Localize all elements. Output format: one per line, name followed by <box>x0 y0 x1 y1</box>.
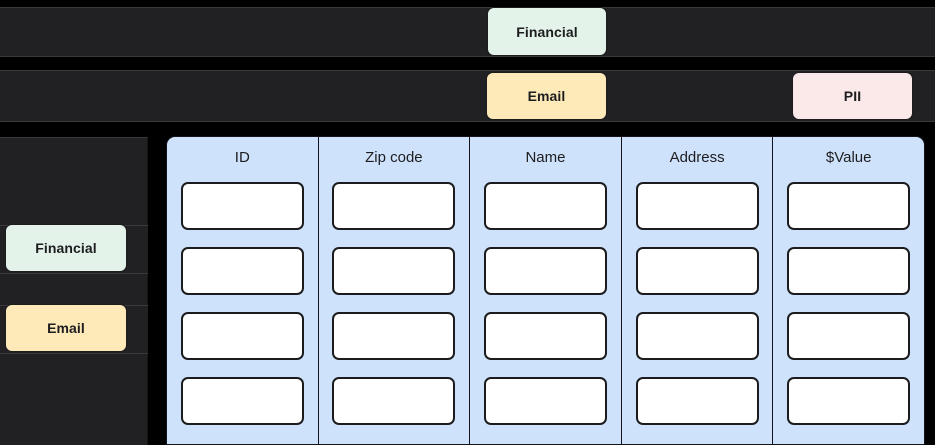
table-cell[interactable] <box>180 182 304 230</box>
column-address: Address <box>622 137 774 444</box>
table-cell[interactable] <box>635 182 759 230</box>
sidebar-tag-financial[interactable]: Financial <box>5 224 127 272</box>
sidebar-tag-email-label: Email <box>47 320 85 336</box>
column-cells-zip-code <box>319 182 470 425</box>
data-table-panel: ID Zip code Name Address <box>166 136 925 445</box>
column-header-zip-code: Zip code <box>365 149 423 166</box>
table-cell[interactable] <box>635 312 759 360</box>
column-cells-address <box>622 182 773 425</box>
table-cell[interactable] <box>332 377 456 425</box>
table-cell[interactable] <box>787 312 911 360</box>
tag-pii[interactable]: PII <box>792 72 913 120</box>
tag-email-label: Email <box>527 88 566 104</box>
table-cell[interactable] <box>180 247 304 295</box>
table-cell[interactable] <box>787 247 911 295</box>
sidebar-tag-financial-label: Financial <box>35 240 97 256</box>
table-cell[interactable] <box>483 247 607 295</box>
column-header-id: ID <box>234 149 250 166</box>
column-header-value: $Value <box>825 149 872 166</box>
table-cell[interactable] <box>787 182 911 230</box>
tag-row-2 <box>0 70 935 122</box>
table-cell[interactable] <box>483 312 607 360</box>
table-cell[interactable] <box>635 377 759 425</box>
column-zip-code: Zip code <box>319 137 471 444</box>
tag-row-1 <box>0 7 935 57</box>
column-value: $Value <box>773 137 924 444</box>
table-cell[interactable] <box>332 247 456 295</box>
tag-financial-label: Financial <box>516 23 578 40</box>
table-cell[interactable] <box>180 377 304 425</box>
column-name: Name <box>470 137 622 444</box>
table-cell[interactable] <box>332 182 456 230</box>
table-cell[interactable] <box>483 377 607 425</box>
table-cell[interactable] <box>635 247 759 295</box>
sidebar <box>0 137 148 445</box>
table-cell[interactable] <box>787 377 911 425</box>
table-cell[interactable] <box>180 312 304 360</box>
column-cells-name <box>470 182 621 425</box>
tag-pii-label: PII <box>843 88 862 104</box>
table-cell[interactable] <box>483 182 607 230</box>
column-cells-id <box>167 182 318 425</box>
sidebar-tag-email[interactable]: Email <box>5 304 127 352</box>
tag-financial[interactable]: Financial <box>487 7 607 56</box>
table-cell[interactable] <box>332 312 456 360</box>
column-header-name: Name <box>525 149 566 166</box>
column-header-address: Address <box>669 149 725 166</box>
column-id: ID <box>167 137 319 444</box>
tag-email[interactable]: Email <box>486 72 607 120</box>
column-cells-value <box>773 182 924 425</box>
